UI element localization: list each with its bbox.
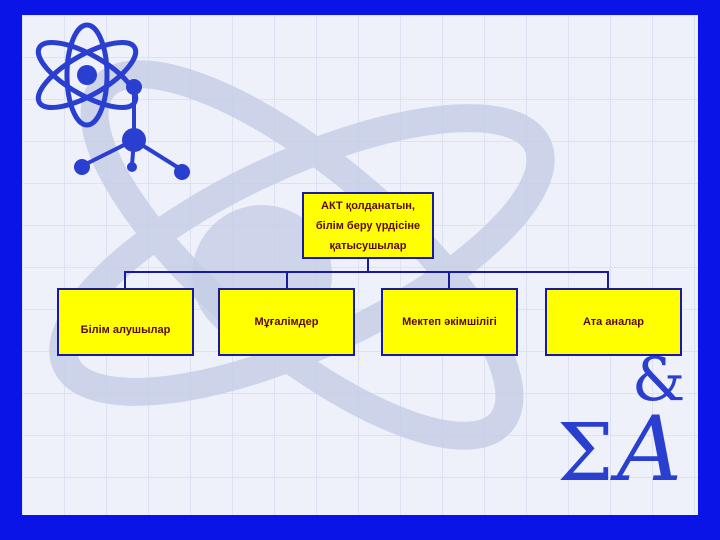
child-label: Ата аналар (582, 316, 645, 328)
connector-2 (286, 271, 288, 289)
root-box: АКТ қолданатын, білім беру үрдісіне қаты… (302, 192, 434, 259)
connector-1 (124, 271, 126, 289)
connector-trunk (367, 259, 369, 272)
a-logo: A (610, 397, 682, 502)
sigma-logo: Σ (557, 406, 614, 499)
atom-watermark: & Σ A (35, 22, 685, 502)
root-line-2: білім беру үрдісіне (315, 219, 421, 232)
child-label: Мектеп әкімшілігі (402, 316, 497, 328)
child-label: Мұғалімдер (254, 316, 319, 328)
child-box-administration: Мектеп әкімшілігі (381, 288, 518, 356)
connector-3 (448, 271, 450, 289)
slide-background: & Σ A (22, 15, 698, 515)
child-box-teachers: Мұғалімдер (218, 288, 355, 356)
child-box-students: Білім алушылар (57, 288, 194, 356)
root-line-1: АКТ қолданатын, (321, 199, 415, 212)
child-box-parents: Ата аналар (545, 288, 682, 356)
root-line-3: қатысушылар (329, 239, 407, 252)
connector-horizontal (124, 271, 609, 273)
ampersand-logo: & (632, 345, 685, 415)
child-label: Білім алушылар (80, 324, 171, 336)
connector-4 (607, 271, 609, 289)
